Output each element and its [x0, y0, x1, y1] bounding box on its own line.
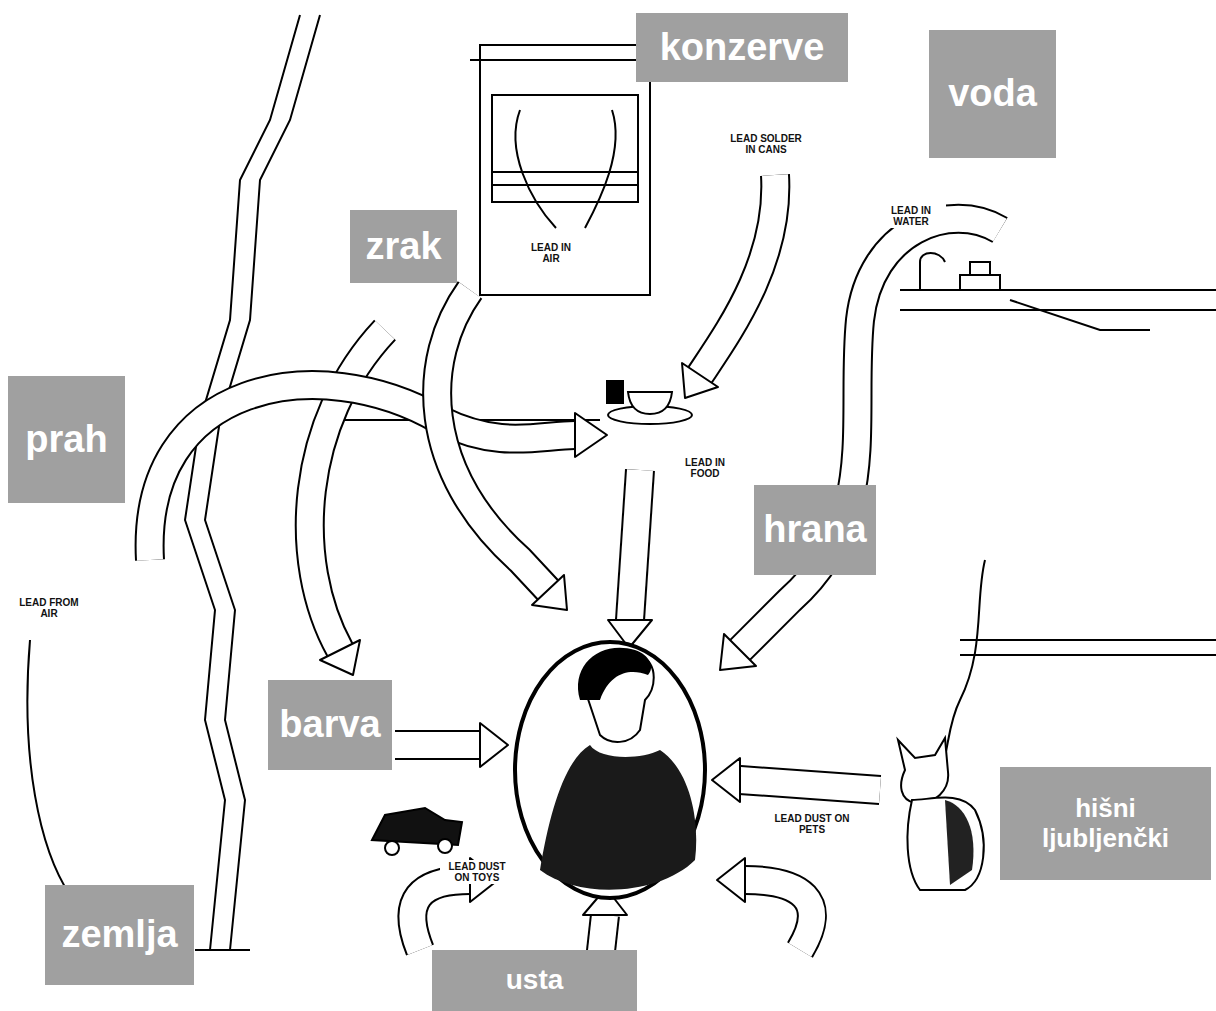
wall-line [960, 639, 1216, 641]
pathway-caption: LEAD IN FOOD [674, 456, 736, 480]
pathway-caption: LEAD DUST ON PETS [770, 812, 854, 836]
cat-body [907, 798, 983, 891]
arrow-fill [437, 290, 548, 590]
cans-label: konzerve [636, 13, 848, 82]
arrow-outline [437, 290, 548, 590]
counter-line [900, 309, 1216, 311]
wall-line [960, 654, 1216, 656]
kitchen-lines [185, 15, 1216, 950]
cat-patch [945, 800, 973, 885]
paint-label: barva [268, 680, 392, 770]
arrow-head [720, 634, 756, 670]
cat-head [898, 738, 948, 803]
air-label: zrak [350, 210, 457, 283]
food-label: hrana [754, 485, 876, 575]
pathway-arrows [27, 110, 1000, 960]
box-text: zemlja [61, 913, 177, 957]
arrow-outline [412, 880, 470, 950]
pathway-caption: LEAD DUST ON TOYS [440, 860, 514, 884]
car-wheel [438, 839, 452, 853]
arrow-head [320, 640, 360, 675]
arrow-head [682, 363, 718, 398]
water-label: voda [929, 30, 1056, 158]
arrow-outline [740, 219, 1000, 650]
arrow-fill [700, 175, 775, 375]
bowl [628, 392, 672, 414]
food-bowl [606, 380, 692, 424]
arrow-fill [412, 880, 470, 950]
arrow-outline [630, 470, 640, 620]
child-body [540, 745, 696, 890]
box-text: hrana [763, 508, 866, 552]
box-text: barva [279, 703, 380, 747]
arrow-fill [740, 780, 880, 790]
arrow-outline [700, 175, 775, 375]
arrow-head [717, 858, 745, 902]
drain-pipe [185, 15, 300, 950]
arrow-outline [740, 780, 880, 790]
box-text: konzerve [660, 26, 825, 70]
cat [898, 560, 985, 890]
arrow-outline [745, 880, 812, 950]
arrow-fill [395, 732, 480, 758]
ground-line [195, 949, 250, 951]
arrow-outline [395, 730, 480, 760]
window-frame [480, 45, 650, 295]
faucet [920, 253, 1000, 290]
pathway-caption: LEAD IN WATER [876, 204, 946, 228]
toy-car [372, 808, 462, 855]
box-text: prah [25, 418, 107, 462]
thin-arrow [585, 110, 616, 228]
arrow-head [532, 575, 567, 610]
thin-arrow [515, 110, 556, 228]
child-hair [578, 648, 651, 700]
car-wheel [385, 841, 399, 855]
window-beam [470, 59, 660, 61]
arrow-head [575, 413, 607, 457]
box-text: usta [506, 964, 564, 996]
box-text: zrak [365, 225, 441, 269]
pathway-caption: LEAD SOLDER IN CANS [722, 132, 810, 156]
arrow-fill [630, 470, 640, 620]
box-text: voda [948, 72, 1037, 116]
counter-line [900, 289, 1216, 291]
mouth-label: usta [432, 950, 637, 1011]
thin-arrow [27, 640, 70, 895]
pathway-caption: LEAD IN AIR [520, 241, 582, 265]
cup [606, 380, 624, 404]
child-portrait [515, 642, 705, 898]
arrow-head [712, 758, 740, 802]
counter-line [1010, 300, 1150, 330]
box-text: hišni ljubljenčki [1008, 794, 1203, 854]
arrow-head [480, 723, 508, 767]
arrow-fill [745, 880, 812, 950]
soil-label: zemlja [45, 885, 194, 985]
pathway-caption: LEAD FROM AIR [14, 596, 84, 620]
window-pane [492, 172, 638, 202]
portrait-oval [515, 642, 705, 898]
arrow-fill [740, 219, 1000, 650]
dust-label: prah [8, 376, 125, 503]
pets-label: hišni ljubljenčki [1000, 767, 1211, 880]
